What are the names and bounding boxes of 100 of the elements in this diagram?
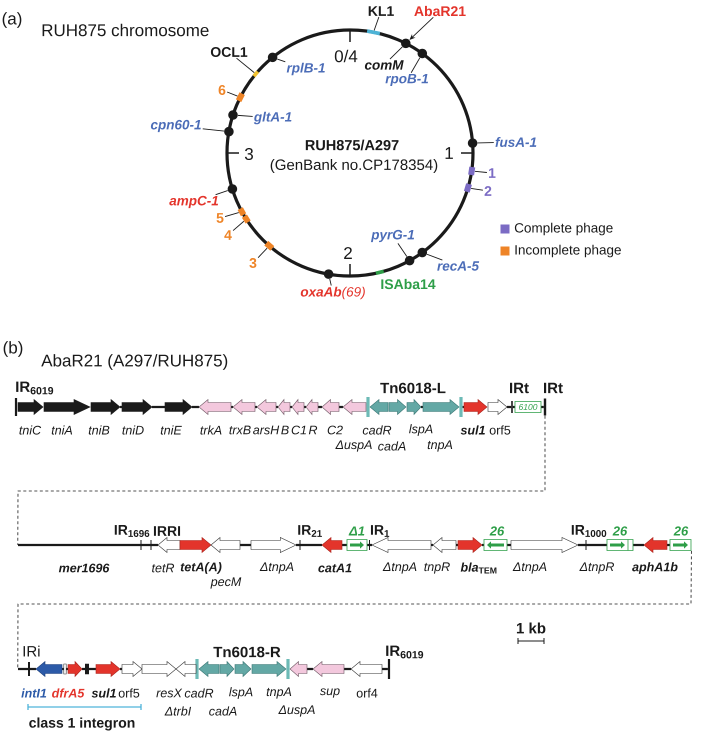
backbone-line xyxy=(118,406,545,408)
site-label: IR$_{6019}$ xyxy=(16,382,54,394)
gene-label: ΔuspA xyxy=(278,705,315,717)
ring-segment xyxy=(264,240,274,251)
gene-label: ΔtnpR xyxy=(579,562,614,574)
locus-label: OCL1 xyxy=(210,47,248,57)
island-label: AbaR21 xyxy=(414,6,466,16)
leader-line xyxy=(426,254,443,261)
panel-title: RUH875 chromosome xyxy=(42,24,209,36)
scale-number: 2 xyxy=(344,247,352,259)
gene-label: tnpA xyxy=(266,687,292,699)
legend-label: Complete phage xyxy=(514,222,613,236)
site-label: IRt xyxy=(544,382,563,394)
position-dot xyxy=(228,110,238,120)
locus-label: KL1 xyxy=(368,6,394,16)
gene-label: pyrG-1 xyxy=(370,230,414,242)
gene-label: sul1 xyxy=(92,688,116,698)
gene-label: cpn60-1 xyxy=(150,120,201,132)
scale-number: 1 xyxy=(446,147,453,159)
position-dot xyxy=(324,269,334,279)
site-marker xyxy=(85,664,89,674)
position-dot xyxy=(268,52,278,62)
gene-label: sul1 xyxy=(460,425,485,435)
cassette-box: 6100 xyxy=(514,401,542,413)
site-label: IRi xyxy=(24,646,40,656)
position-dot xyxy=(228,184,238,194)
panel-letter: (b) xyxy=(4,341,22,357)
gene-label: lspA xyxy=(229,687,252,699)
site-label: IR$_{21}$ xyxy=(298,525,322,537)
ring-segment xyxy=(252,70,260,78)
bracket-label: class 1 integron xyxy=(29,717,134,731)
leader-line xyxy=(224,212,240,217)
leader-line xyxy=(329,278,332,286)
panel-letter: (a) xyxy=(2,12,22,28)
panel-title: AbaR21 (A297/RUH875) xyxy=(41,354,228,370)
leader-line xyxy=(202,128,224,132)
gene-label: dfrA5 xyxy=(52,688,84,698)
position-dot xyxy=(468,138,478,148)
ring-segment xyxy=(238,207,246,216)
gene-label: ΔtrbI xyxy=(164,706,192,716)
ring-segment xyxy=(464,183,472,193)
gene-label: trxB xyxy=(229,426,251,434)
gene-label: sup xyxy=(320,688,340,698)
position-dot xyxy=(404,256,414,266)
gene-label: cadA xyxy=(209,706,237,716)
gene-label: bla$_{TEM}$ xyxy=(460,562,496,574)
position-dot xyxy=(224,126,234,136)
position-dot xyxy=(418,48,428,58)
gene-label: fusA-1 xyxy=(495,137,536,147)
leader-line xyxy=(276,58,286,62)
gene-label: tniA xyxy=(52,425,72,435)
gene-label: ΔtnpA xyxy=(260,562,294,574)
leader-line xyxy=(474,170,488,173)
scale-number: 3 xyxy=(244,148,253,160)
accession-label: (GenBank no.CP178354) xyxy=(270,159,438,173)
continuation-line xyxy=(17,415,546,546)
scale-label: 1 kb xyxy=(516,622,546,634)
phage-number: 3 xyxy=(249,258,256,268)
leader-line xyxy=(236,58,255,74)
ring-segment xyxy=(468,166,476,176)
site-marker xyxy=(64,664,66,674)
leader-line xyxy=(477,142,494,144)
gene-label: catA1 xyxy=(318,564,352,572)
gene-label: cadR xyxy=(362,425,392,435)
gene-label: B xyxy=(281,426,289,434)
cassette-label: 26 xyxy=(674,526,688,536)
locus-label: ISAba14 xyxy=(381,278,436,290)
region-label: mer1696 xyxy=(58,564,110,572)
leader-line xyxy=(237,114,254,117)
backbone-line xyxy=(16,668,389,670)
gene-label: tniB xyxy=(88,425,110,435)
position-dot xyxy=(418,248,428,258)
ring-segment xyxy=(366,29,380,36)
site-label: IR$_{1000}$ xyxy=(572,525,606,537)
leader-line xyxy=(470,188,484,191)
gene-label: trkA xyxy=(200,425,222,435)
gene-label: R xyxy=(308,426,318,434)
cassette-label: Δ1 xyxy=(348,526,364,536)
strain-name: RUH875/A297 xyxy=(306,140,398,150)
backbone-line xyxy=(16,544,672,546)
phage-number: 2 xyxy=(484,186,492,196)
gene-label: tniE xyxy=(160,425,182,435)
gene-label: recA-5 xyxy=(437,261,480,271)
end-bar xyxy=(544,398,546,416)
leader-line xyxy=(410,57,420,74)
ring-segment xyxy=(236,92,245,102)
phage-number: 6 xyxy=(218,85,226,95)
gene-label: rplB-1 xyxy=(286,62,325,76)
gene-label: ΔtnpA xyxy=(382,562,416,574)
gene-label: rpoB-1 xyxy=(385,74,428,86)
leader-line xyxy=(226,92,238,96)
site-label: IR$_{1}$ xyxy=(370,525,390,537)
gene-label: tetA(A) xyxy=(180,562,222,574)
gene-label: resX xyxy=(156,688,182,698)
ring-segment xyxy=(242,214,251,224)
gene-label: C1 xyxy=(292,426,306,434)
gene-label: orf5 xyxy=(490,425,510,435)
region-label: Tn6018-L xyxy=(380,382,446,394)
gene-label: tetR xyxy=(152,564,174,572)
gene-label: aphA1b xyxy=(632,562,678,574)
